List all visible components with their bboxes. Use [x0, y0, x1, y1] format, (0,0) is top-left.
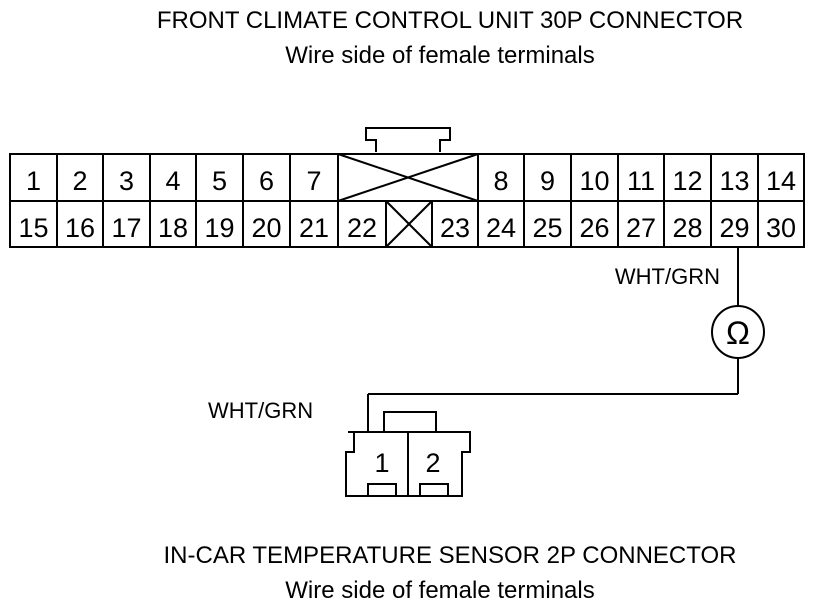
wire-color-label-upper: WHT/GRN	[615, 264, 720, 289]
top-pin-20: 20	[251, 213, 281, 243]
wire	[367, 247, 765, 432]
bottom-pin-1: 1	[374, 448, 389, 478]
top-pin-3: 3	[119, 166, 134, 196]
top-pin-26: 26	[579, 213, 609, 243]
top-pin-15: 15	[18, 213, 48, 243]
top-pin-23: 23	[440, 213, 470, 243]
top-connector	[9, 127, 805, 248]
top-pin-9: 9	[540, 166, 555, 196]
bottom-connector	[345, 411, 471, 497]
top-pin-16: 16	[65, 213, 95, 243]
bottom-connector-lock-tab	[383, 411, 437, 432]
bottom-connector-body	[345, 431, 471, 497]
top-pin-27: 27	[626, 213, 656, 243]
top-pin-22: 22	[347, 213, 377, 243]
top-pin-6: 6	[259, 166, 274, 196]
top-pin-10: 10	[579, 166, 609, 196]
top-pin-12: 12	[672, 166, 702, 196]
top-pin-7: 7	[306, 166, 321, 196]
top-pin-14: 14	[766, 166, 796, 196]
top-pin-30: 30	[766, 213, 796, 243]
bottom-pin-2: 2	[425, 448, 440, 478]
bottom-connector-title: IN-CAR TEMPERATURE SENSOR 2P CONNECTOR	[164, 542, 737, 569]
top-pin-18: 18	[158, 213, 188, 243]
bottom-connector-subtitle: Wire side of female terminals	[285, 577, 594, 604]
top-pin-8: 8	[493, 166, 508, 196]
top-pin-13: 13	[719, 166, 749, 196]
top-pin-25: 25	[532, 213, 562, 243]
top-pin-19: 19	[204, 213, 234, 243]
top-pin-4: 4	[165, 166, 180, 196]
ohm-symbol: Ω	[726, 315, 750, 351]
top-pin-11: 11	[627, 166, 655, 196]
top-pin-5: 5	[212, 166, 227, 196]
top-pin-29: 29	[719, 213, 749, 243]
top-connector-title: FRONT CLIMATE CONTROL UNIT 30P CONNECTOR	[157, 7, 743, 34]
top-pin-17: 17	[111, 213, 141, 243]
top-connector-subtitle: Wire side of female terminals	[285, 42, 594, 69]
top-pin-21: 21	[299, 213, 329, 243]
top-pin-28: 28	[672, 213, 702, 243]
top-pin-24: 24	[486, 213, 516, 243]
top-pin-2: 2	[72, 166, 87, 196]
wire-color-label-lower: WHT/GRN	[208, 398, 313, 423]
top-connector-lock-tab	[365, 127, 451, 152]
top-pin-1: 1	[26, 166, 41, 196]
